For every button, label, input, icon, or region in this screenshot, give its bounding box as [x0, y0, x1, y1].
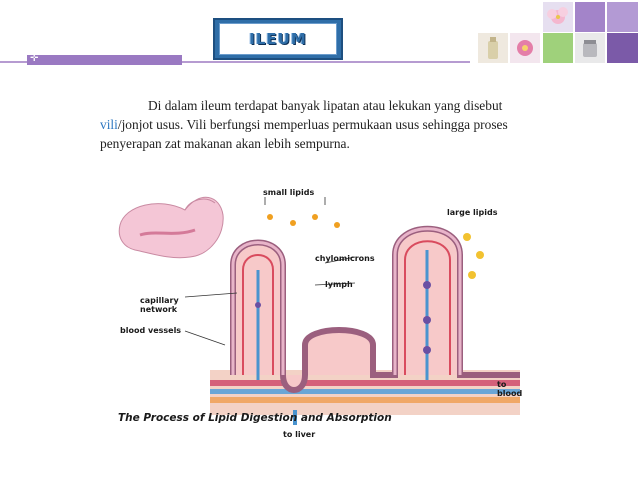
paragraph-text-start: Di dalam ileum terdapat banyak lipatan a…: [148, 98, 503, 113]
title-banner-inner: ILEUM: [219, 23, 337, 55]
dark-purple-tile: [607, 33, 638, 63]
label-small-lipids: small lipids: [263, 188, 314, 197]
label-network: network: [140, 305, 178, 314]
paragraph-text-end: /jonjot usus. Vili berfungsi memperluas …: [100, 117, 508, 151]
header-decoration: ✛ ILEUM: [0, 0, 638, 68]
label-to: to: [497, 380, 507, 389]
jar-tile-icon: [575, 33, 605, 63]
diagram-caption: The Process of Lipid Digestion and Absor…: [118, 412, 392, 424]
label-to-liver: to liver: [283, 430, 315, 439]
label-chylomicrons: chylomicrons: [315, 254, 375, 263]
green-tile: [543, 33, 573, 63]
page-title: ILEUM: [249, 30, 307, 48]
purple-tile: [575, 2, 605, 32]
label-blood: blood: [497, 389, 522, 398]
flower-tile-icon-2: [510, 33, 540, 63]
header-accent-bar: [27, 55, 182, 65]
label-blood-vessels: blood vessels: [120, 326, 181, 335]
flower-tile-icon: [543, 2, 573, 32]
lipid-absorption-diagram: small lipids large lipids chylomicrons l…: [115, 175, 525, 445]
digestive-tract-illustration: [118, 196, 224, 259]
title-banner: ILEUM: [213, 18, 343, 60]
vili-term: vili: [100, 117, 118, 132]
label-capillary: capillary: [140, 296, 179, 305]
plus-icon: ✛: [30, 53, 39, 64]
intro-paragraph: Di dalam ileum terdapat banyak lipatan a…: [100, 96, 550, 153]
bottle-tile-icon: [478, 33, 508, 63]
label-large-lipids: large lipids: [447, 208, 498, 217]
purple-tile-edge: [607, 2, 638, 32]
label-lymph: lymph: [325, 280, 353, 289]
header-divider: [0, 61, 470, 63]
